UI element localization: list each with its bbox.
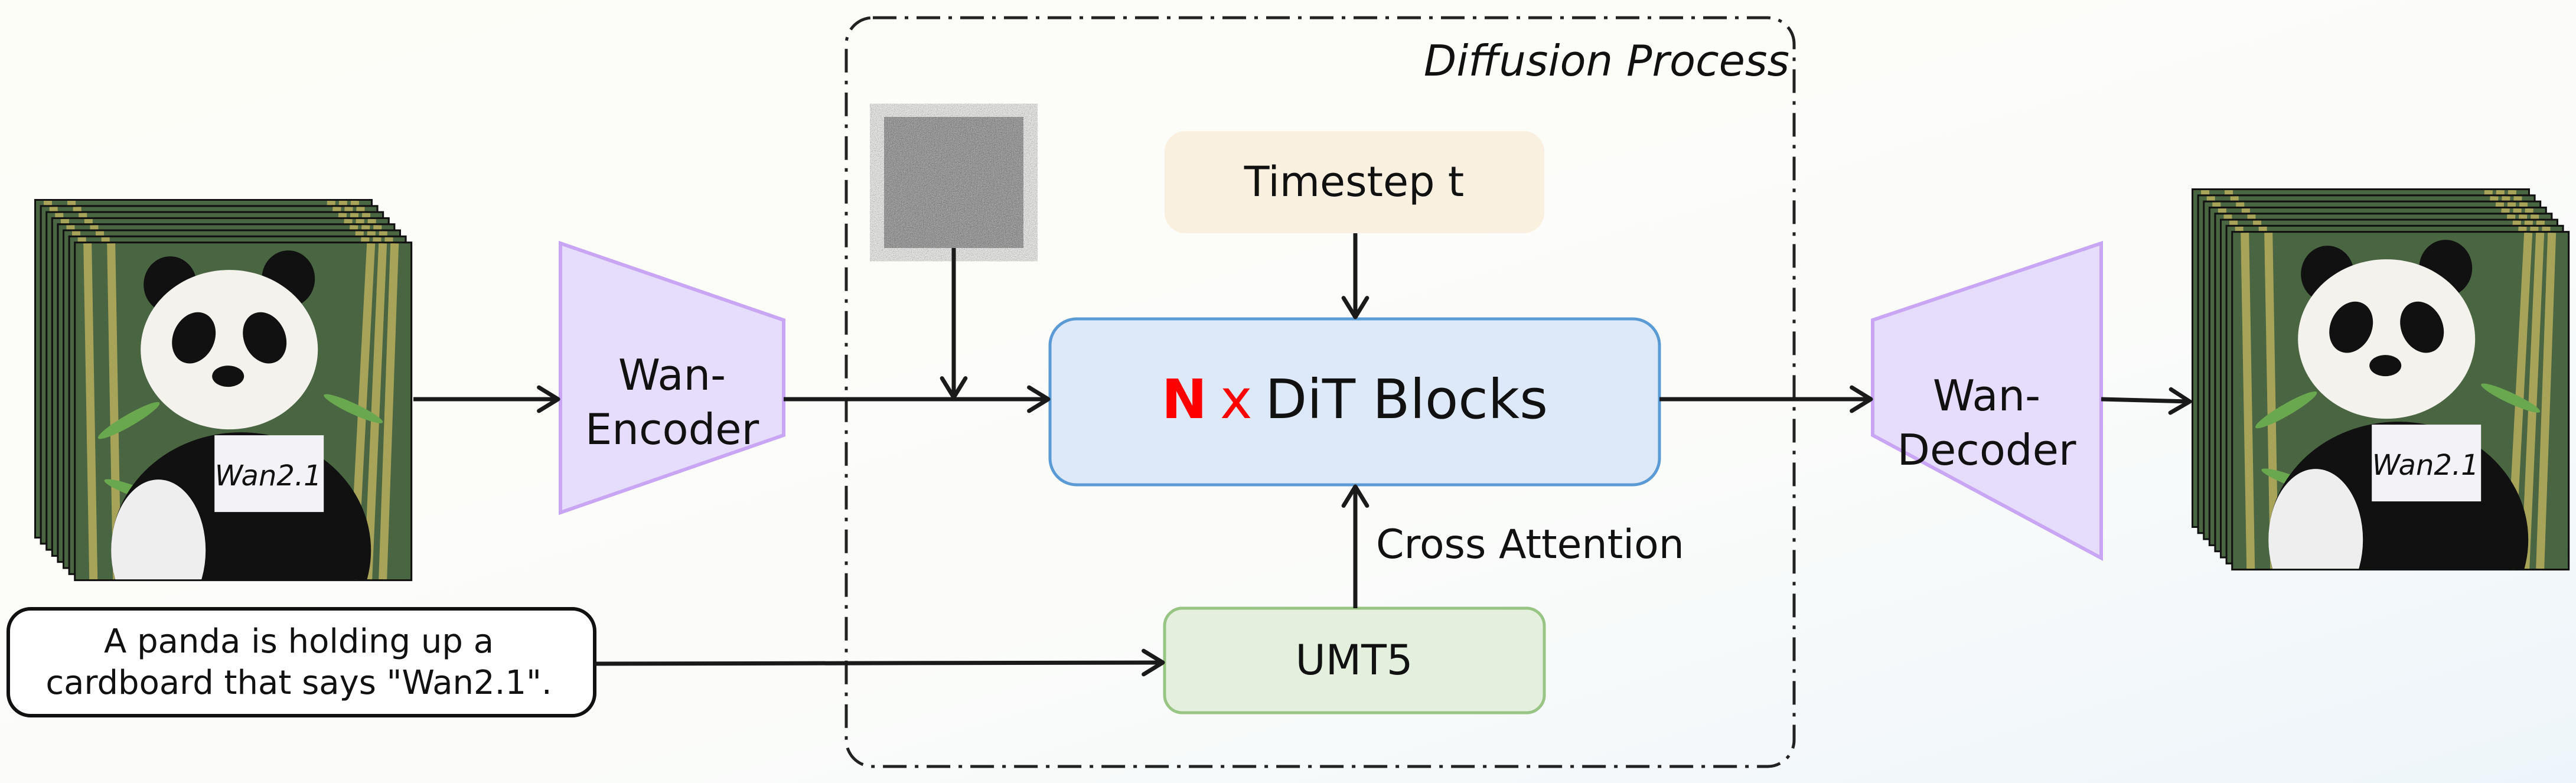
arrow-timestep-to-dit (1341, 233, 1369, 319)
dit-blocks-label: DiT Blocks (1265, 368, 1548, 431)
output-video-frames: Wan2.1 (2192, 188, 2570, 571)
arrow-umt5-to-dit (1341, 484, 1369, 608)
arrow-noise-to-latent (940, 248, 968, 400)
noise-texture (884, 117, 1023, 248)
dit-count-symbol: N (1162, 368, 1207, 431)
cross-attention-label: Cross Attention (1376, 521, 1684, 568)
prompt-line1: A panda is holding up a (104, 622, 494, 661)
timestep-label: Timestep t (1244, 158, 1464, 206)
umt5-label: UMT5 (1296, 636, 1413, 684)
prompt-line2: cardboard that says "Wan2.1". (45, 664, 552, 702)
arrow-decoder-to-output (2101, 387, 2192, 415)
timestep-box (1165, 131, 1544, 233)
panda-sign-text: Wan2.1 (2372, 449, 2479, 482)
encoder-label-line1: Wan- (618, 350, 726, 400)
wan-encoder-block (559, 240, 785, 516)
arrow-encoder-to-dit (784, 385, 1051, 413)
diffusion-process-label: Diffusion Process (1424, 36, 1789, 86)
arrow-dit-to-decoder (1659, 385, 1873, 413)
video-frame: Wan2.1 (74, 242, 413, 582)
dit-times-symbol: x (1220, 368, 1252, 431)
arrow-input-to-encoder (413, 385, 560, 413)
diffusion-process-container (844, 16, 1796, 768)
decoder-label-line1: Wan- (1933, 371, 2040, 420)
wan-decoder-block (1871, 240, 2103, 562)
input-video-frames: Wan2.1 (34, 199, 413, 582)
arrow-prompt-to-umt5 (594, 648, 1165, 677)
panda-sign-text: Wan2.1 (215, 459, 322, 492)
video-frame: Wan2.1 (2231, 231, 2570, 571)
encoder-label-line2: Encoder (585, 404, 759, 454)
decoder-label-line2: Decoder (1897, 425, 2076, 475)
